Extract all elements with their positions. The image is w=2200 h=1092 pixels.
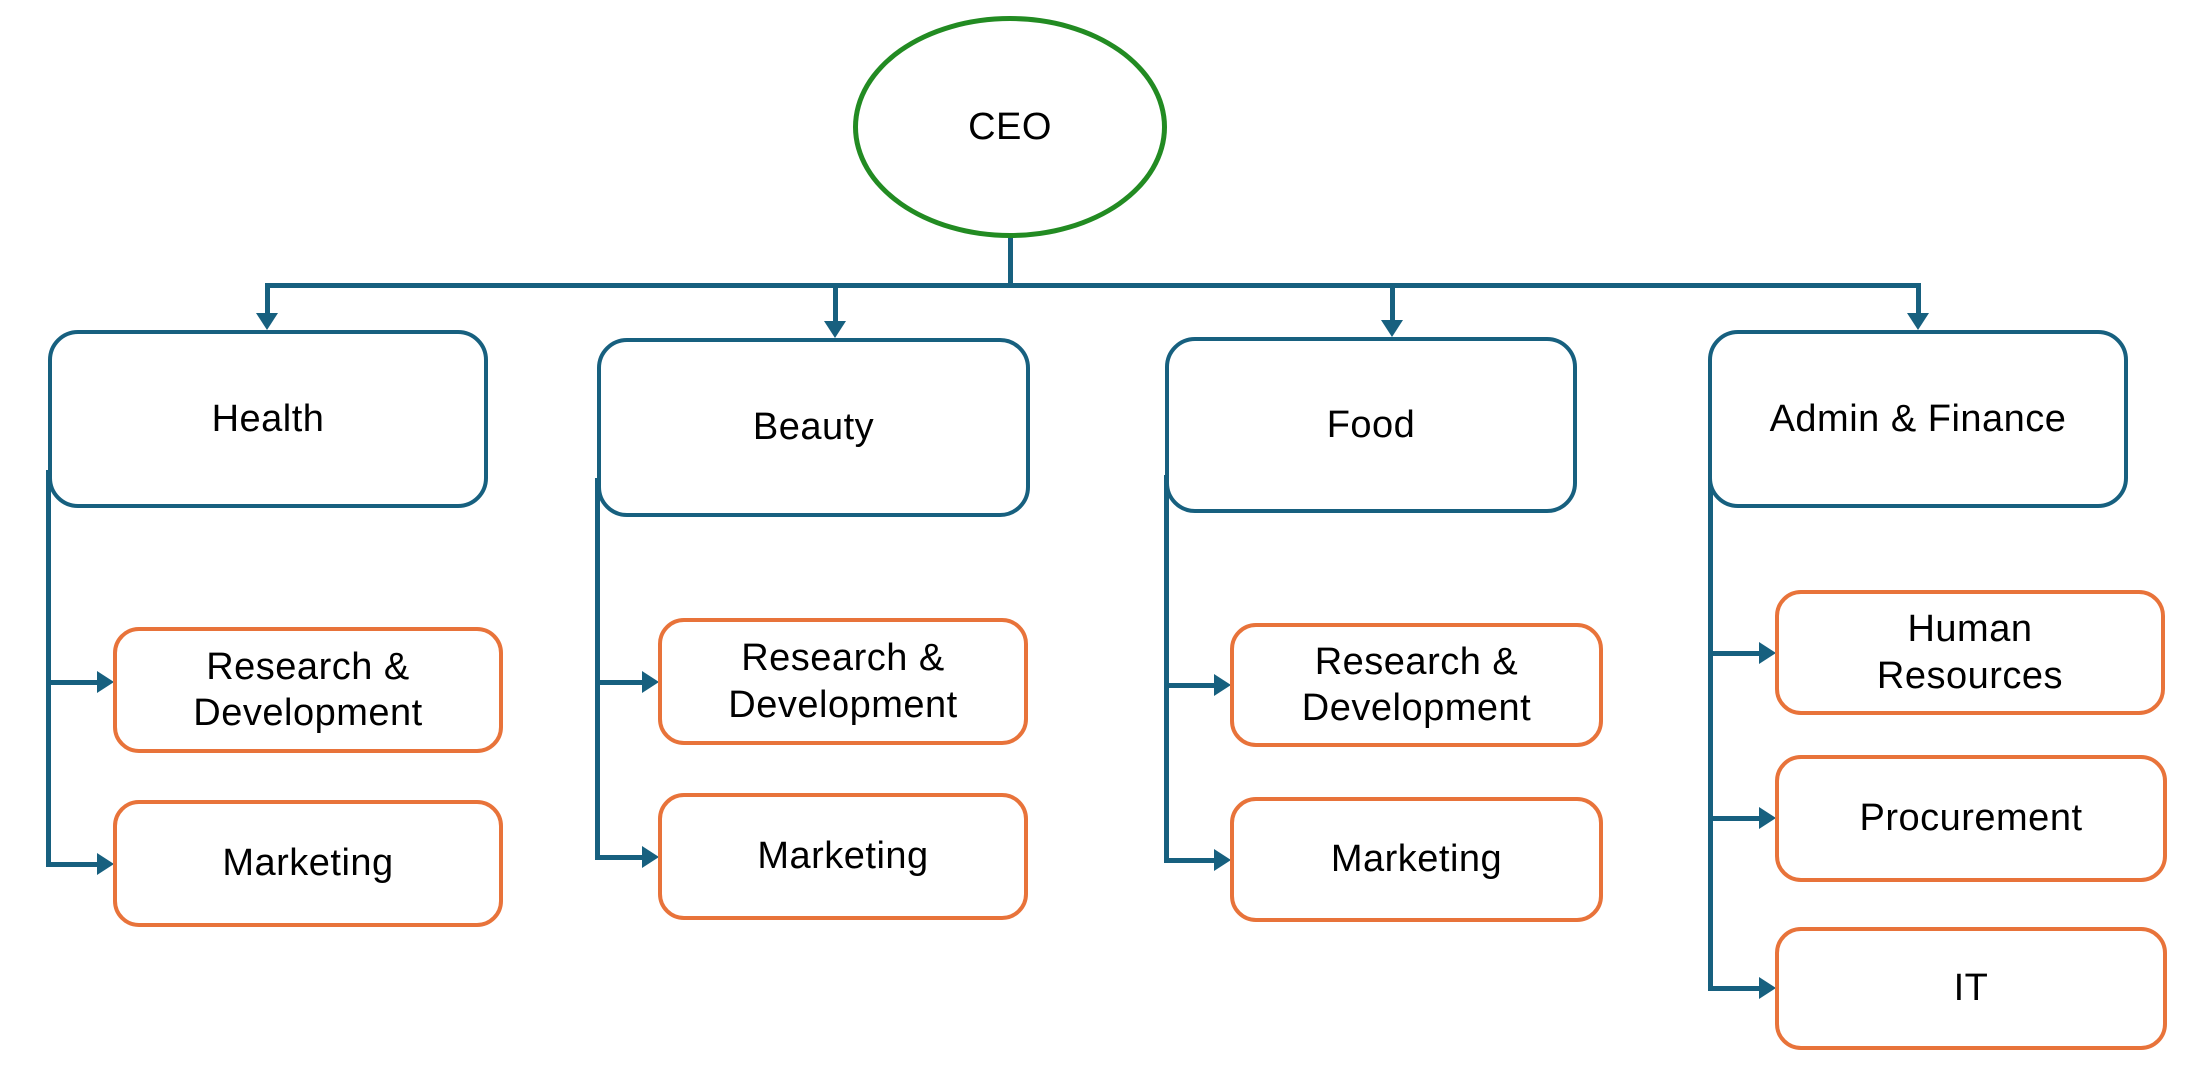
connector-branch-admin-it-arrowhead bbox=[1759, 977, 1776, 999]
connector-branch-beauty-marketing bbox=[595, 855, 642, 860]
connector-branch-food-marketing bbox=[1164, 858, 1214, 863]
division-label-beauty: Beauty bbox=[752, 406, 875, 449]
connector-drop-admin-arrowhead bbox=[1907, 313, 1929, 330]
ceo-node: CEO bbox=[853, 16, 1167, 238]
connector-drop-health bbox=[265, 285, 270, 315]
connector-branch-health-marketing bbox=[46, 862, 97, 867]
ceo-label: CEO bbox=[968, 105, 1052, 148]
connector-rail-admin bbox=[1708, 470, 1713, 990]
connector-drop-food bbox=[1390, 285, 1395, 322]
division-label-admin-finance: Admin & Finance bbox=[1769, 397, 2067, 440]
department-label-health-marketing: Marketing bbox=[222, 842, 394, 885]
connector-rail-health bbox=[46, 470, 51, 866]
department-node-health-marketing: Marketing bbox=[113, 800, 503, 927]
department-node-admin-it: IT bbox=[1775, 927, 2167, 1050]
connector-branch-health-marketing-arrowhead bbox=[97, 853, 114, 875]
connector-branch-admin-procurement bbox=[1708, 816, 1759, 821]
connector-branch-admin-procurement-arrowhead bbox=[1759, 807, 1776, 829]
department-node-health-rd: Research & Development bbox=[113, 627, 503, 753]
connector-main-horizontal bbox=[265, 283, 1921, 288]
department-label-food-rd: Research & Development bbox=[1301, 640, 1532, 729]
connector-drop-health-arrowhead bbox=[256, 313, 278, 330]
department-label-health-rd: Research & Development bbox=[193, 645, 423, 734]
connector-branch-beauty-rd-arrowhead bbox=[642, 671, 659, 693]
department-node-admin-hr: Human Resources bbox=[1775, 590, 2165, 715]
division-label-food: Food bbox=[1326, 403, 1416, 446]
department-label-food-marketing: Marketing bbox=[1330, 838, 1503, 881]
connector-branch-admin-it bbox=[1708, 986, 1759, 991]
connector-drop-beauty bbox=[833, 285, 838, 323]
department-node-admin-procurement: Procurement bbox=[1775, 755, 2167, 882]
connector-branch-food-marketing-arrowhead bbox=[1214, 849, 1231, 871]
connector-drop-admin bbox=[1916, 285, 1921, 315]
connector-drop-beauty-arrowhead bbox=[824, 321, 846, 338]
connector-branch-admin-hr-arrowhead bbox=[1759, 642, 1776, 664]
department-label-admin-procurement: Procurement bbox=[1859, 797, 2083, 840]
department-label-beauty-rd: Research & Development bbox=[728, 637, 958, 726]
division-node-admin-finance: Admin & Finance bbox=[1708, 330, 2128, 508]
division-node-beauty: Beauty bbox=[597, 338, 1030, 517]
connector-branch-beauty-rd bbox=[595, 680, 642, 685]
department-node-food-marketing: Marketing bbox=[1230, 797, 1603, 922]
division-node-food: Food bbox=[1165, 337, 1577, 513]
department-node-beauty-rd: Research & Development bbox=[658, 618, 1028, 745]
connector-branch-food-rd-arrowhead bbox=[1214, 674, 1231, 696]
department-label-beauty-marketing: Marketing bbox=[757, 835, 929, 878]
connector-ceo-stem bbox=[1008, 238, 1013, 287]
connector-rail-beauty bbox=[595, 478, 600, 859]
department-node-food-rd: Research & Development bbox=[1230, 623, 1603, 747]
division-label-health: Health bbox=[211, 397, 325, 440]
department-node-beauty-marketing: Marketing bbox=[658, 793, 1028, 920]
division-node-health: Health bbox=[48, 330, 488, 508]
connector-drop-food-arrowhead bbox=[1381, 320, 1403, 337]
connector-branch-health-rd bbox=[46, 680, 97, 685]
department-label-admin-hr: Human Resources bbox=[1876, 608, 2064, 697]
connector-branch-beauty-marketing-arrowhead bbox=[642, 846, 659, 868]
connector-branch-admin-hr bbox=[1708, 651, 1759, 656]
department-label-admin-it: IT bbox=[1953, 967, 1989, 1010]
connector-branch-health-rd-arrowhead bbox=[97, 671, 114, 693]
connector-branch-food-rd bbox=[1164, 683, 1214, 688]
connector-rail-food bbox=[1164, 475, 1169, 862]
